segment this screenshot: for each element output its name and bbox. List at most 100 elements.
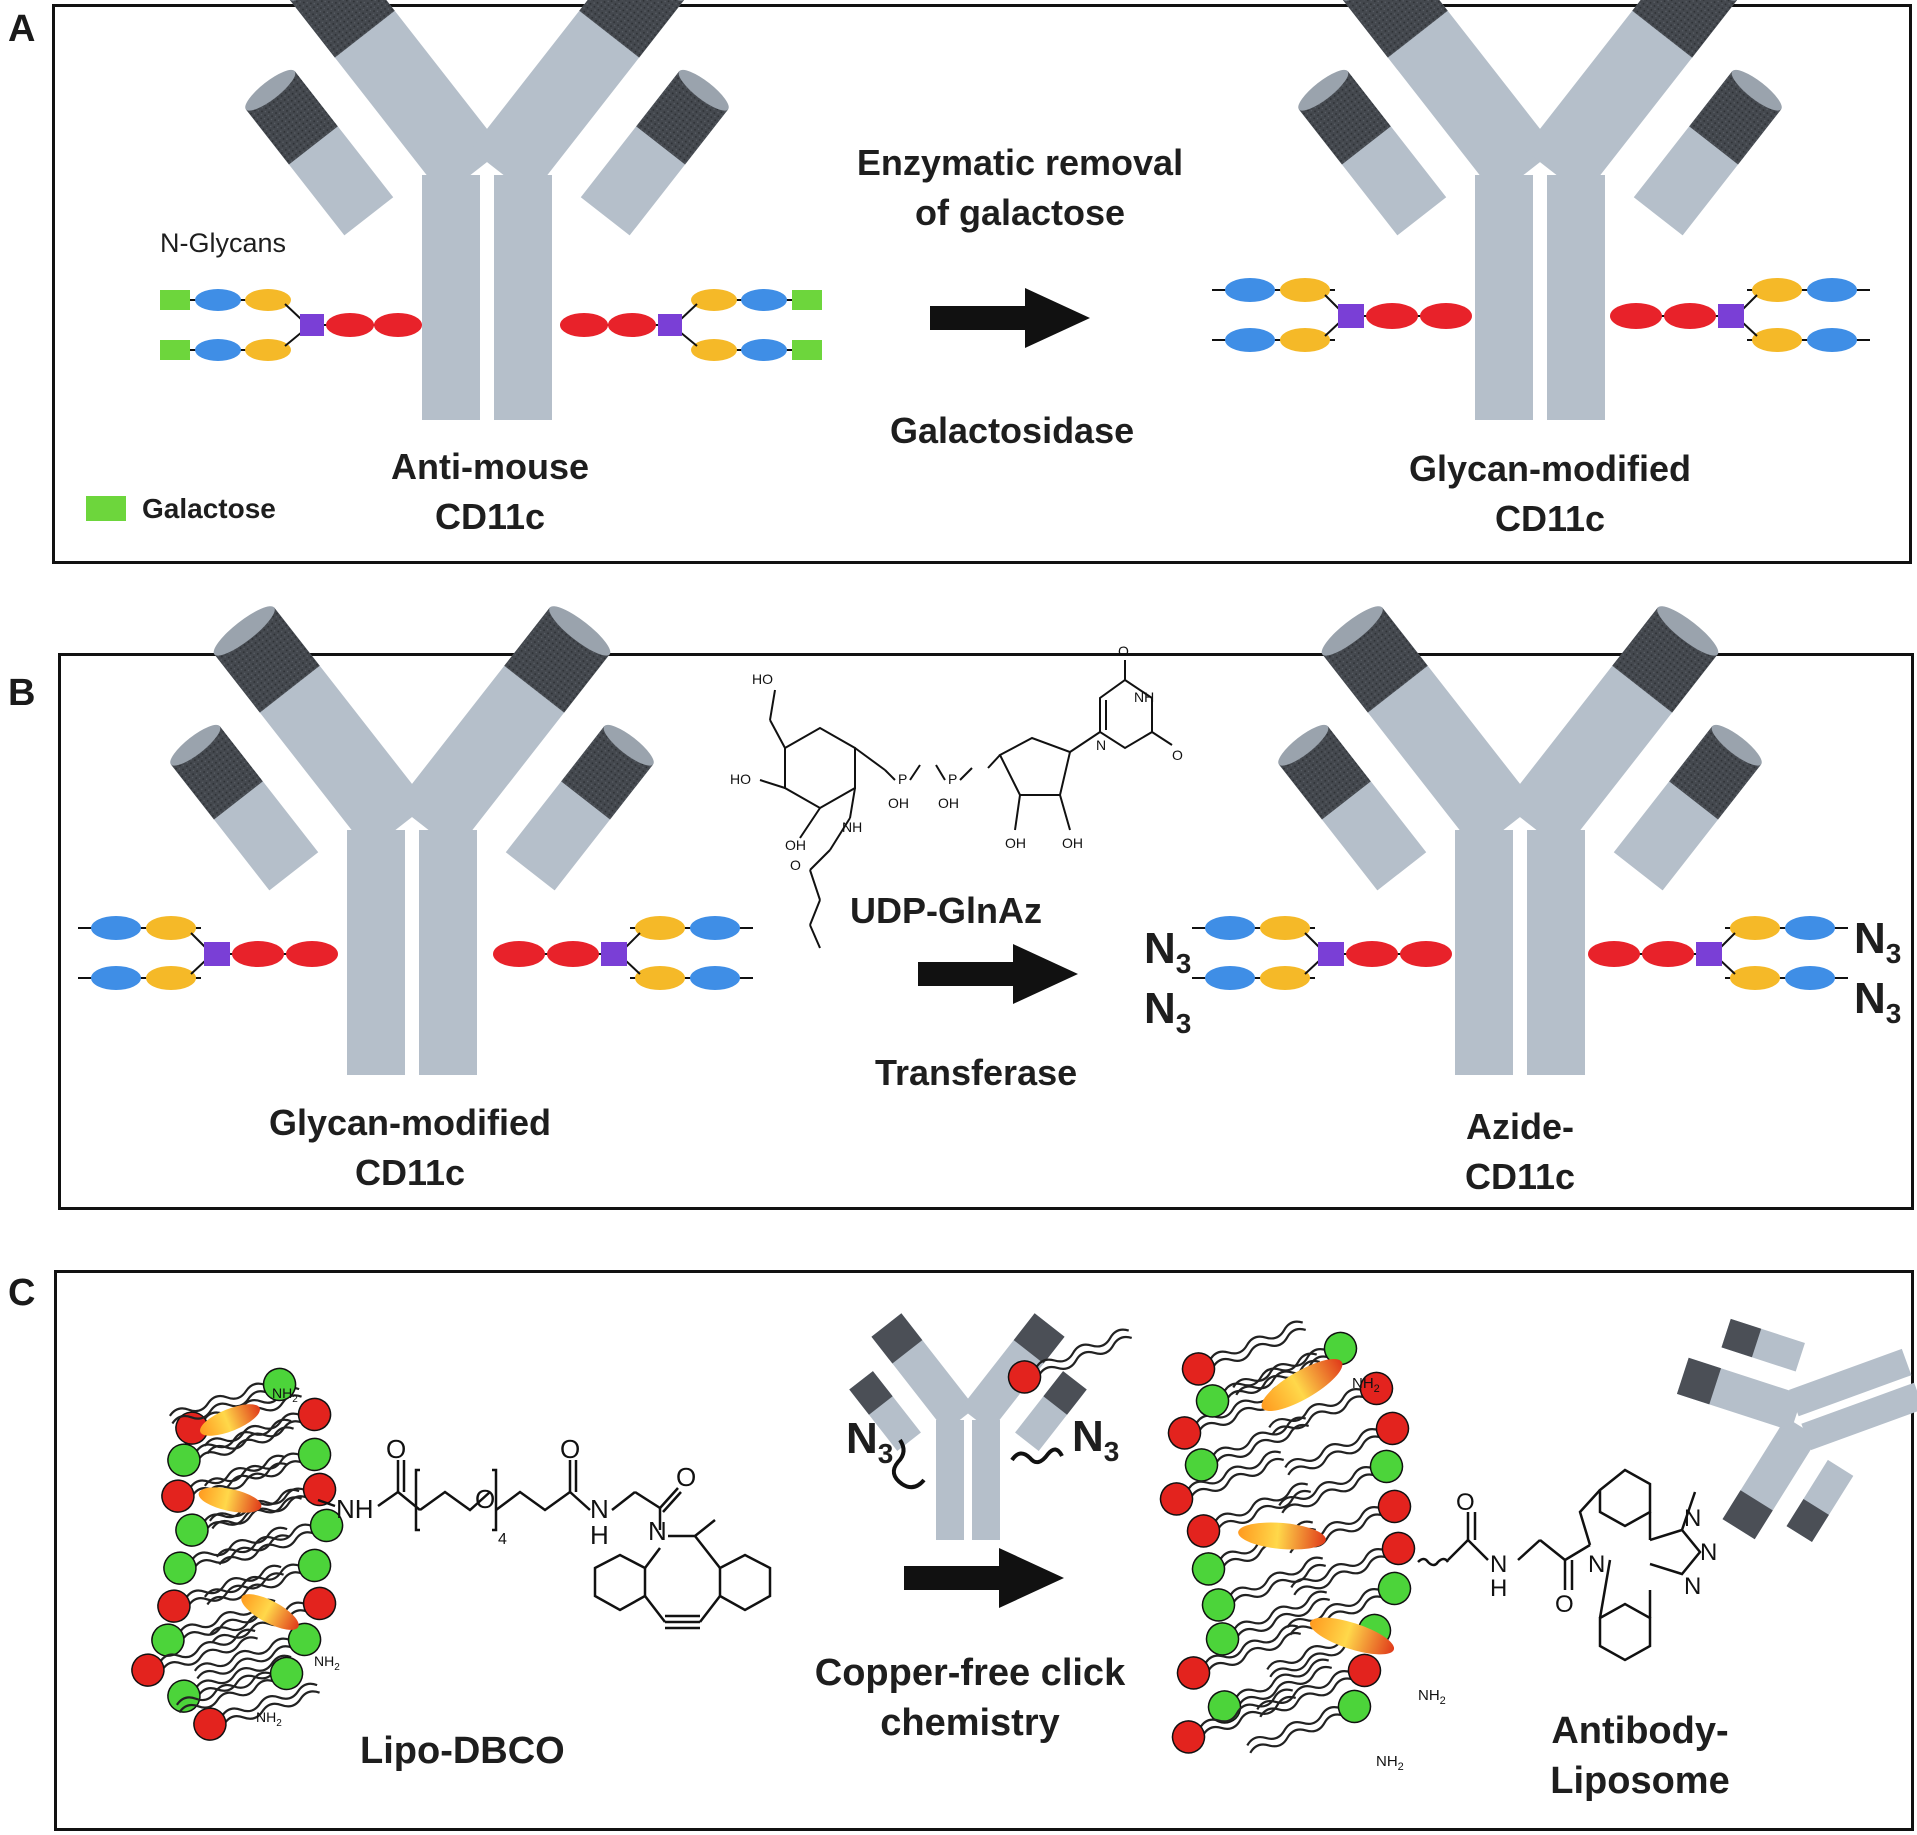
- panel-a-left-glycan: [159, 288, 423, 362]
- chem-label: 4: [498, 1531, 507, 1548]
- panel-a-letter: A: [8, 8, 36, 50]
- label-line: Azide-: [1466, 1106, 1574, 1147]
- dbco-linker-labels: NH O O 4 O N H O N: [336, 1434, 696, 1550]
- nh2-label: NH2: [1418, 1687, 1446, 1707]
- chem-label: O: [790, 857, 801, 873]
- nh2-sub: 2: [292, 1394, 298, 1405]
- chem-label: P: [948, 771, 957, 787]
- panel-a-right-glycan-left: [1211, 277, 1473, 353]
- azide-sub: 3: [1175, 1007, 1192, 1039]
- lipo-nh2-labels: NH2 NH2 NH2: [256, 1385, 340, 1729]
- nh2-label: NH2: [314, 1653, 340, 1673]
- panel-b-left-glycan-right: [492, 915, 754, 991]
- panel-b-arrow: [918, 944, 1078, 1004]
- label-line: Antibody-: [1551, 1710, 1729, 1752]
- label-line: CD11c: [434, 496, 546, 537]
- label-line: Glycan-modified: [268, 1102, 552, 1143]
- nh2-label: NH2: [1376, 1753, 1404, 1773]
- chem-label: O: [1555, 1591, 1574, 1618]
- panel-b-right-glycan-left: [1191, 915, 1453, 991]
- nh2-sub: 2: [334, 1662, 340, 1673]
- chem-label: N: [1684, 1573, 1701, 1600]
- chem-label: N: [1588, 1551, 1605, 1578]
- dbco-linker: [317, 1460, 772, 1630]
- label-line: CD11c: [354, 1152, 466, 1193]
- azide-n: N: [1854, 914, 1886, 963]
- enzymatic-removal-label: Enzymatic removal of galactose: [820, 138, 1220, 238]
- chem-label: N: [1700, 1539, 1717, 1566]
- nh2-label: NH2: [272, 1385, 298, 1405]
- liposome-nh2-labels: NH2 NH2 NH2: [1352, 1375, 1446, 1773]
- triazole-linker: [1417, 1468, 1702, 1662]
- panel-b-letter: B: [8, 672, 36, 714]
- chem-label: O: [386, 1434, 406, 1464]
- panel-a-left-antibody: [202, 0, 772, 420]
- udp-glnaz-label: UDP-GlnAz: [850, 890, 1042, 931]
- chem-label: N: [590, 1494, 609, 1524]
- galactose-legend-swatch: [86, 496, 126, 521]
- panel-a-right-antibody: [1255, 0, 1825, 420]
- triazole-linker-labels: O N H O N N N N: [1456, 1489, 1717, 1618]
- azide-sub: 3: [877, 1437, 894, 1469]
- transferase-label: Transferase: [875, 1052, 1078, 1093]
- panel-c-arrow: [904, 1548, 1064, 1608]
- lipo-dbco-bilayer: [126, 1363, 348, 1746]
- azide-n: N: [1072, 1412, 1104, 1461]
- label-line: Glycan-modified: [1408, 448, 1692, 489]
- label-line: Copper-free click: [814, 1652, 1126, 1694]
- azide-n: N: [1144, 984, 1176, 1033]
- nh2-label: NH2: [1352, 1375, 1380, 1395]
- azide-cd11c-label: Azide- CD11c: [1410, 1102, 1630, 1202]
- chem-label: H: [590, 1520, 609, 1550]
- nh2-label: NH2: [256, 1709, 282, 1729]
- azide-sub: 3: [1103, 1435, 1120, 1467]
- nh2-sub: 2: [1374, 1383, 1380, 1395]
- chem-label: NH: [842, 819, 862, 835]
- label-line: Anti-mouse: [391, 446, 589, 487]
- label-line: chemistry: [880, 1702, 1060, 1744]
- azide-sub: 3: [1175, 947, 1192, 979]
- chem-label: HO: [730, 771, 751, 787]
- nh2-sub: 2: [276, 1718, 282, 1729]
- chem-label: P: [898, 771, 907, 787]
- azide-n3-label: N3: [1144, 924, 1191, 980]
- panel-b-right-glycan-right: [1587, 915, 1849, 991]
- conjugated-antibody: [1653, 1251, 1917, 1585]
- n-glycans-label: N-Glycans: [160, 228, 287, 258]
- panel-b-left-antibody: [127, 599, 697, 1075]
- chem-label: O: [1118, 643, 1129, 659]
- panel-c-letter: C: [8, 1272, 36, 1314]
- nh2-text: NH: [272, 1385, 292, 1401]
- chem-label: NH: [1134, 689, 1154, 705]
- nh2-text: NH: [1352, 1375, 1374, 1392]
- azide-n3-label: N3: [1072, 1412, 1119, 1468]
- nh2-text: NH: [314, 1653, 334, 1669]
- chem-label: O: [1456, 1489, 1475, 1516]
- label-line: CD11c: [1494, 498, 1606, 539]
- chem-label: OH: [938, 795, 959, 811]
- panel-a-right-glycan-on-left-antibody: [559, 288, 823, 362]
- label-line: Liposome: [1550, 1760, 1730, 1802]
- chem-label: OH: [785, 837, 806, 853]
- label-line: of galactose: [914, 192, 1126, 233]
- galactose-legend-label: Galactose: [142, 493, 276, 524]
- antibody-liposome-label: Antibody- Liposome: [1520, 1706, 1760, 1806]
- azide-n3-label: N3: [846, 1414, 893, 1470]
- chem-label: OH: [1005, 835, 1026, 851]
- label-line: CD11c: [1464, 1156, 1576, 1197]
- azide-n3-label: N3: [1854, 974, 1901, 1030]
- galactosidase-label: Galactosidase: [890, 410, 1135, 451]
- panel-a-right-glycan-right: [1609, 277, 1871, 353]
- udp-glnaz-labels: HO HO OH NH P P OH OH OH OH NH O O N O: [730, 643, 1183, 873]
- chem-label: OH: [1062, 835, 1083, 851]
- azide-sub: 3: [1885, 997, 1902, 1029]
- nh2-sub: 2: [1398, 1761, 1404, 1773]
- chem-label: OH: [888, 795, 909, 811]
- chem-label: O: [560, 1434, 580, 1464]
- azide-n: N: [846, 1414, 878, 1463]
- chem-label: O: [676, 1462, 696, 1492]
- chem-label: O: [475, 1484, 495, 1514]
- azide-n3-label: N3: [1854, 914, 1901, 970]
- chem-label: N: [1096, 737, 1106, 753]
